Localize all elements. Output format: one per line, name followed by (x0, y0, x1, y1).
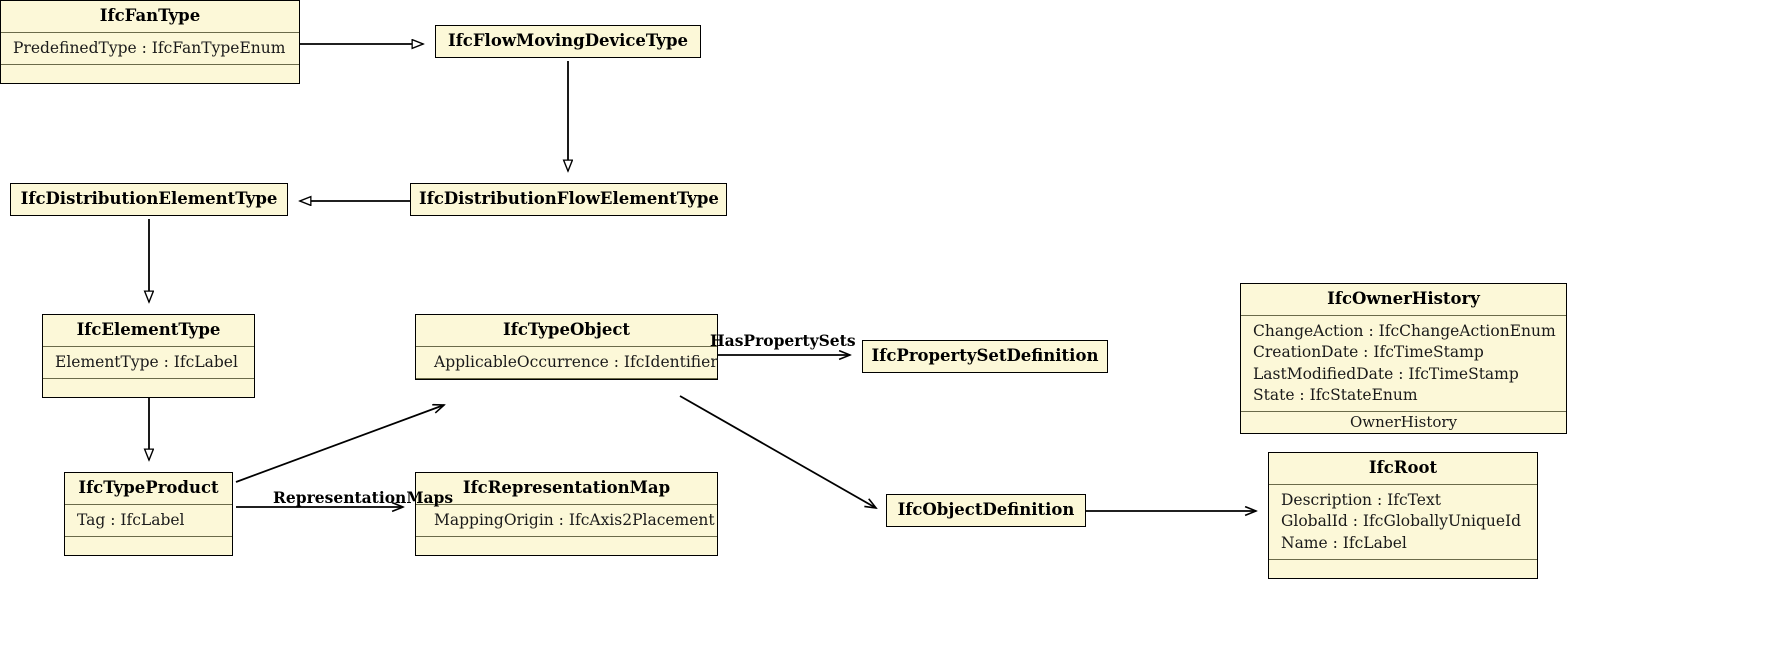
class-node-ifcpropertysetdefinition[interactable]: IfcPropertySetDefinition (862, 340, 1108, 373)
compartment-divider (1, 31, 299, 33)
attribute-compartment: ChangeAction : IfcChangeActionEnum Creat… (1241, 316, 1566, 412)
attribute-row: State : IfcStateEnum (1253, 386, 1418, 405)
class-node-ifcflowmovingdevicetype[interactable]: IfcFlowMovingDeviceType (435, 25, 701, 58)
class-node-ifcroot[interactable]: IfcRoot Description : IfcText GlobalId :… (1268, 452, 1538, 580)
attribute-row: ElementType : IfcLabel (55, 352, 238, 371)
class-node-ifcdistributionflowelementtype[interactable]: IfcDistributionFlowElementType (410, 183, 727, 216)
class-title: IfcOwnerHistory (1327, 289, 1480, 308)
edge-label-representationmaps: RepresentationMaps (273, 488, 454, 507)
class-node-ifcobjectdefinition[interactable]: IfcObjectDefinition (886, 494, 1086, 527)
class-node-ifctypeproduct[interactable]: IfcTypeProduct Tag : IfcLabel (64, 472, 233, 557)
empty-compartment (65, 537, 232, 555)
class-title: IfcTypeObject (503, 320, 630, 339)
compartment-divider (43, 378, 254, 380)
class-title: IfcRepresentationMap (462, 478, 671, 497)
compartment-divider (416, 536, 717, 538)
edge-label-haspropertysets: HasPropertySets (710, 331, 856, 350)
empty-compartment (1269, 560, 1537, 578)
attribute-row: GlobalId : IfcGloballyUniqueId (1281, 512, 1522, 531)
compartment-divider (416, 378, 717, 380)
class-node-ifcdistributionelementtype[interactable]: IfcDistributionElementType (10, 183, 288, 216)
empty-compartment (1, 65, 299, 83)
compartment-divider (1269, 483, 1537, 485)
attribute-compartment: PredefinedType : IfcFanTypeEnum (1, 33, 299, 64)
attribute-compartment: ElementType : IfcLabel (43, 347, 254, 378)
class-title: IfcTypeProduct (78, 478, 219, 497)
compartment-divider (416, 503, 717, 505)
edge-typeobject-to-objectdef (679, 395, 876, 508)
edge-typeproduct-to-typeobject (235, 405, 444, 483)
class-title: IfcDistributionFlowElementType (419, 189, 719, 208)
attribute-row: Description : IfcText (1281, 490, 1441, 509)
attribute-compartment: MappingOrigin : IfcAxis2Placement (416, 505, 717, 536)
compartment-divider (1, 64, 299, 66)
empty-compartment (416, 537, 717, 555)
class-title: IfcElementType (76, 320, 221, 339)
attribute-compartment: ApplicableOccurrence : IfcIdentifier (416, 347, 718, 378)
class-title: IfcFlowMovingDeviceType (447, 31, 688, 50)
attribute-row: Tag : IfcLabel (77, 510, 185, 529)
compartment-divider (1241, 314, 1566, 316)
class-title: IfcRoot (1368, 458, 1438, 477)
compartment-divider (1241, 411, 1566, 413)
attribute-row: MappingOrigin : IfcAxis2Placement (434, 510, 715, 529)
class-node-ifctypeobject[interactable]: IfcTypeObject ApplicableOccurrence : Ifc… (415, 314, 718, 381)
class-node-ifcownerhistory[interactable]: IfcOwnerHistory ChangeAction : IfcChange… (1240, 283, 1567, 435)
class-node-ifcfantype[interactable]: IfcFanType PredefinedType : IfcFanTypeEn… (0, 0, 300, 85)
attribute-compartment: Description : IfcText GlobalId : IfcGlob… (1269, 485, 1537, 559)
attribute-compartment: Tag : IfcLabel (65, 505, 232, 536)
compartment-divider (43, 345, 254, 347)
compartment-divider (65, 536, 232, 538)
compartment-divider (416, 345, 717, 347)
association-role-label: OwnerHistory (1349, 413, 1458, 432)
attribute-row: ChangeAction : IfcChangeActionEnum (1253, 321, 1556, 340)
attribute-row: LastModifiedDate : IfcTimeStamp (1253, 364, 1519, 383)
class-title: IfcFanType (99, 6, 201, 25)
class-node-ifcelementtype[interactable]: IfcElementType ElementType : IfcLabel (42, 314, 255, 399)
attribute-row: ApplicableOccurrence : IfcIdentifier (434, 352, 718, 371)
attribute-row: PredefinedType : IfcFanTypeEnum (13, 38, 286, 57)
compartment-divider (65, 503, 232, 505)
attribute-row: CreationDate : IfcTimeStamp (1253, 343, 1484, 362)
class-title: IfcPropertySetDefinition (871, 346, 1099, 365)
class-title: IfcDistributionElementType (20, 189, 278, 208)
empty-compartment (43, 379, 254, 397)
class-title: IfcObjectDefinition (897, 500, 1075, 519)
class-node-ifcrepresentationmap[interactable]: IfcRepresentationMap MappingOrigin : Ifc… (415, 472, 718, 557)
compartment-divider (1269, 559, 1537, 561)
attribute-row: Name : IfcLabel (1281, 533, 1407, 552)
